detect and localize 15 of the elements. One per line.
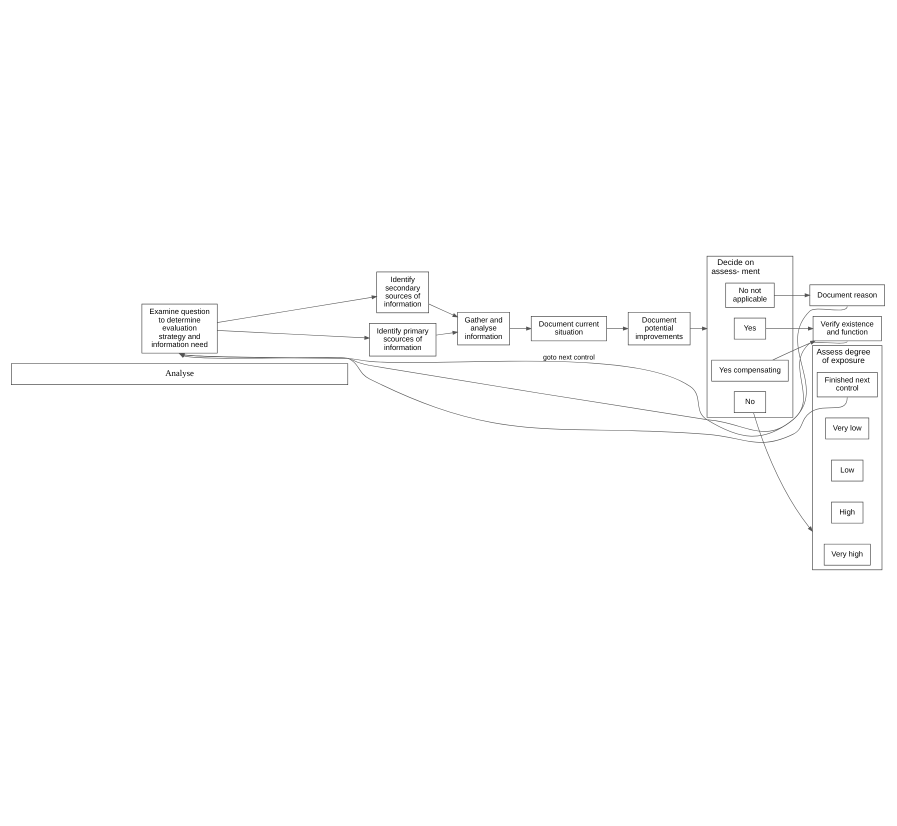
arrow (690, 326, 708, 331)
node-box: Analyse (10, 363, 348, 385)
arrow (752, 412, 813, 532)
arrow (772, 340, 816, 360)
arrow (178, 353, 848, 443)
arrow (178, 341, 848, 436)
arrow (774, 293, 810, 298)
arrow (606, 326, 628, 331)
arrow (178, 306, 848, 432)
arrow (508, 326, 532, 331)
arrow (428, 304, 458, 318)
arrow (435, 330, 458, 336)
arrow (765, 326, 814, 331)
arrow (216, 330, 370, 340)
arrow (216, 295, 377, 323)
